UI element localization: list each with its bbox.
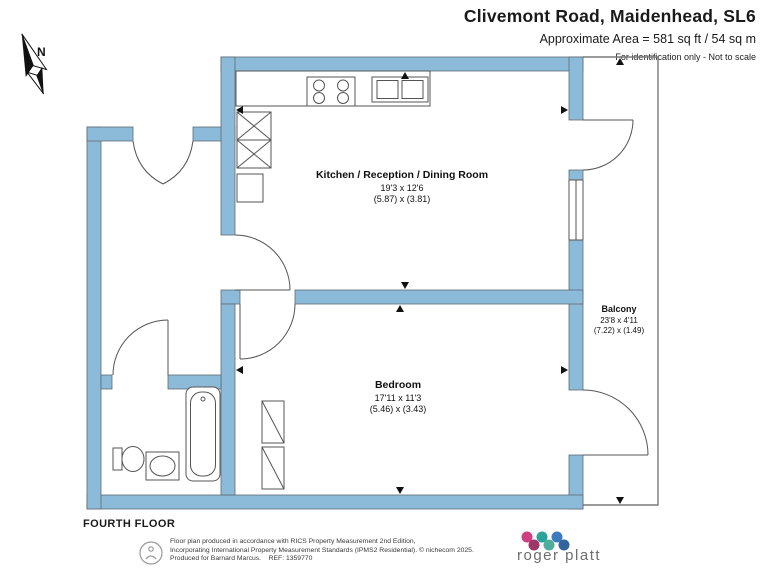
north-compass-icon: [21, 33, 48, 95]
balcony-door-lower: [582, 389, 649, 456]
bathtub-icon: [185, 386, 221, 482]
page-title: Clivemont Road, Maidenhead, SL6: [463, 6, 756, 26]
approximate-area: Approximate Area = 581 sq ft / 54 sq m: [539, 32, 756, 46]
balcony-outline: [583, 56, 659, 506]
kitchen-dims-metric: (5.87) x (3.81): [374, 194, 431, 204]
bathroom-door: [112, 319, 169, 376]
bedroom-dims-metric: (5.46) x (3.43): [370, 404, 427, 414]
header: Clivemont Road, Maidenhead, SL6 Approxim…: [464, 6, 756, 62]
roger-platt-logo-dots: [521, 531, 570, 551]
kitchen-sink-icon: [371, 76, 429, 103]
basin-icon: [145, 451, 180, 481]
roger-platt-brand-name: roger platt: [517, 547, 602, 564]
fridge-freezer-icon: [236, 111, 272, 203]
compass-north-label: N: [37, 45, 46, 59]
entrance-double-door: [132, 140, 194, 185]
identification-disclaimer: For identification only - Not to scale: [615, 52, 756, 62]
hob-icon: [306, 76, 356, 107]
toilet-icon: [112, 446, 145, 472]
bedroom-door: [239, 303, 296, 360]
credit-line-1: Floor plan produced in accordance with R…: [170, 538, 416, 545]
balcony-room-name: Balcony: [601, 304, 636, 314]
bedroom-dims-imperial: 17'11 x 11'3: [375, 393, 422, 403]
bedroom-room-name: Bedroom: [375, 379, 421, 391]
balcony-dims-metric: (7.22) x (1.49): [594, 326, 645, 335]
kitchen-room-name: Kitchen / Reception / Dining Room: [316, 169, 488, 181]
balcony-door-upper: [582, 119, 634, 171]
credit-line-3: Produced for Barnard Marcus. REF: 135977…: [170, 555, 313, 563]
walls: [86, 56, 584, 510]
window-kitchen-balcony: [568, 179, 584, 241]
measurement-markers: [236, 58, 624, 504]
kitchen-door: [234, 234, 291, 291]
balcony-dims-imperial: 23'8 x 4'11: [600, 316, 638, 325]
kitchen-dims-imperial: 19'3 x 12'6: [381, 183, 424, 193]
nichecom-logo-icon: [139, 541, 163, 565]
credit-block: Floor plan produced in accordance with R…: [170, 538, 474, 564]
wardrobe-icon: [261, 400, 285, 490]
floor-label: FOURTH FLOOR: [83, 518, 176, 530]
credit-line-2: Incorporating International Property Mea…: [170, 546, 474, 554]
